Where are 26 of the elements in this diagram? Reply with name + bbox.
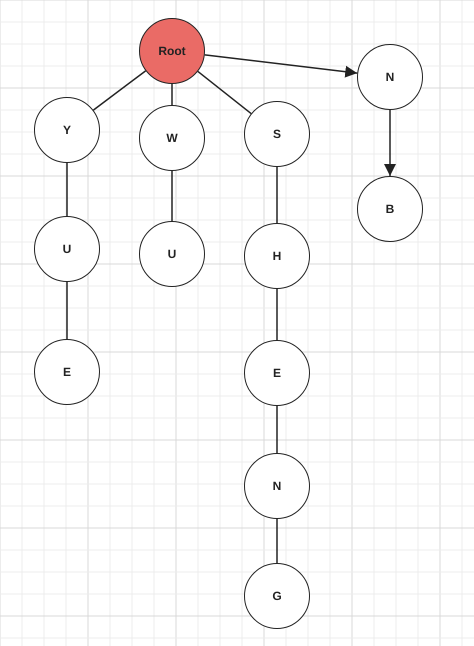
connector-line — [171, 84, 173, 105]
connector-line — [66, 282, 68, 339]
node-label: Y — [62, 123, 71, 137]
node-label: W — [166, 131, 178, 145]
node-label: U — [168, 247, 176, 261]
connector-line — [197, 70, 252, 114]
connector-line — [276, 289, 278, 340]
node-label: N — [386, 70, 394, 84]
node-label: E — [272, 366, 281, 380]
connector-line — [171, 171, 173, 221]
node-label: N — [272, 479, 282, 493]
node-label: G — [272, 589, 282, 603]
arrow — [204, 54, 358, 78]
connector-line — [276, 519, 278, 563]
connector-line — [276, 167, 278, 223]
node-label: B — [386, 202, 394, 216]
connector-line — [276, 406, 278, 453]
connector-line — [66, 163, 68, 216]
node-label: H — [272, 249, 282, 263]
tree-node-circle — [244, 223, 310, 289]
node-label: S — [272, 127, 281, 141]
node-label: Root — [158, 44, 186, 58]
node-label: U — [62, 242, 72, 256]
connector-line — [92, 70, 146, 111]
node-label: E — [62, 365, 71, 379]
arrow — [384, 110, 396, 176]
